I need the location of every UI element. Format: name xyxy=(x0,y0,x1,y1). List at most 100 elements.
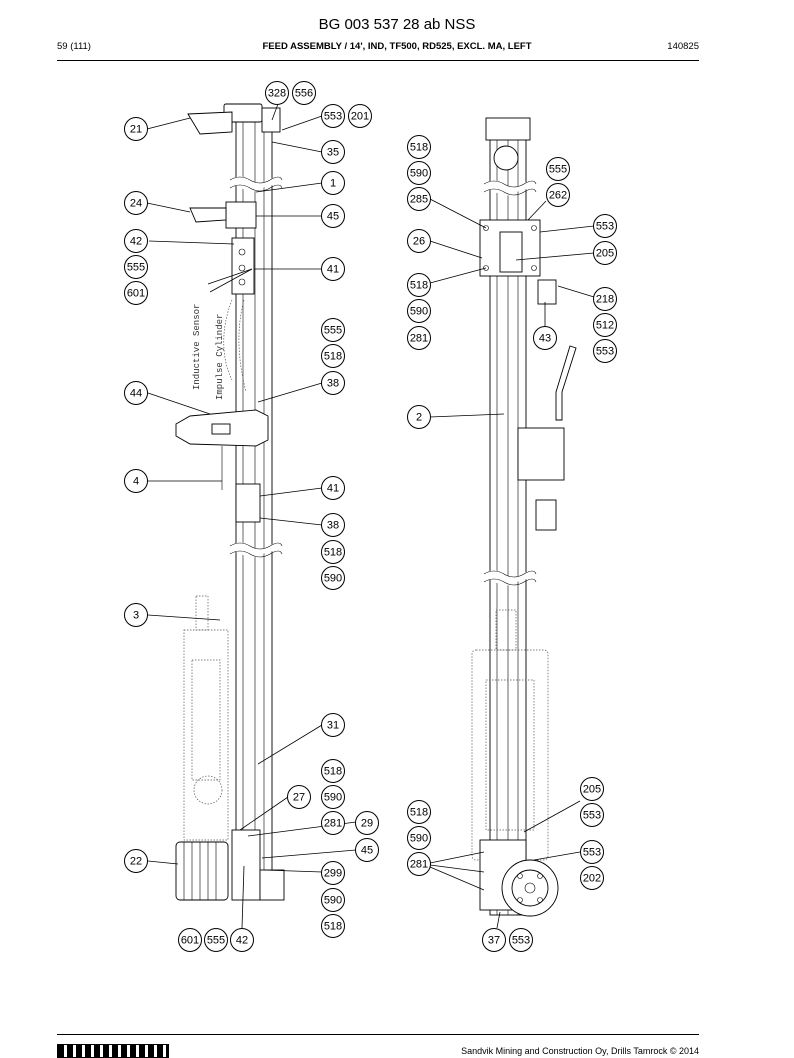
callout-45: 45 xyxy=(321,204,345,228)
callout-label: 285 xyxy=(410,194,428,206)
callout-label: 281 xyxy=(410,859,428,871)
callout-label: 555 xyxy=(127,262,145,274)
callout-balloon xyxy=(355,811,379,835)
callout-label: 42 xyxy=(236,935,248,947)
callout-balloon xyxy=(407,273,431,297)
callout-label: 24 xyxy=(130,198,142,210)
callout-balloon xyxy=(321,476,345,500)
callout-43: 43 xyxy=(533,326,557,350)
callout-518: 518 xyxy=(407,135,431,159)
callout-balloon xyxy=(124,229,148,253)
callout-label: 553 xyxy=(512,935,530,947)
callout-label: 205 xyxy=(596,248,614,260)
callout-label: 518 xyxy=(410,280,428,292)
callout-31: 31 xyxy=(321,713,345,737)
callout-553: 553 xyxy=(509,928,533,952)
callout-balloon xyxy=(321,914,345,938)
callout-4: 4 xyxy=(124,469,148,493)
callout-label: 41 xyxy=(327,264,339,276)
callout-590: 590 xyxy=(321,888,345,912)
callout-balloon xyxy=(124,469,148,493)
callout-label: 38 xyxy=(327,378,339,390)
callout-1: 1 xyxy=(321,171,345,195)
callout-balloon xyxy=(407,135,431,159)
callout-555: 555 xyxy=(321,318,345,342)
callout-balloon xyxy=(321,759,345,783)
callout-22: 22 xyxy=(124,849,148,873)
callout-balloon xyxy=(407,187,431,211)
callout-label: 43 xyxy=(539,333,551,345)
callout-balloon xyxy=(321,888,345,912)
callout-balloon xyxy=(355,838,379,862)
callout-label: 553 xyxy=(596,221,614,233)
callout-label: 21 xyxy=(130,124,142,136)
callout-label: 553 xyxy=(324,111,342,123)
callout-label: 299 xyxy=(324,868,342,880)
callout-balloon xyxy=(533,326,557,350)
callout-281: 281 xyxy=(407,326,431,350)
callout-label: 27 xyxy=(293,792,305,804)
callout-balloon xyxy=(124,191,148,215)
callout-label: 555 xyxy=(324,325,342,337)
callout-label: 555 xyxy=(549,164,567,176)
callout-balloon xyxy=(407,299,431,323)
callout-balloon xyxy=(321,566,345,590)
callout-328: 328 xyxy=(265,81,289,105)
callout-299: 299 xyxy=(321,861,345,885)
callout-balloon xyxy=(593,339,617,363)
callout-balloon xyxy=(407,326,431,350)
callout-label: 590 xyxy=(410,306,428,318)
callout-281: 281 xyxy=(407,852,431,876)
callout-label: 590 xyxy=(410,168,428,180)
callout-balloon xyxy=(321,140,345,164)
callout-42: 42 xyxy=(230,928,254,952)
callout-balloon xyxy=(321,104,345,128)
callout-balloon xyxy=(407,800,431,824)
callout-balloon xyxy=(124,281,148,305)
callout-21: 21 xyxy=(124,117,148,141)
callout-label: 518 xyxy=(324,547,342,559)
callout-518: 518 xyxy=(321,914,345,938)
callout-35: 35 xyxy=(321,140,345,164)
callout-label: 31 xyxy=(327,720,339,732)
callout-label: 45 xyxy=(327,211,339,223)
callout-balloon xyxy=(321,318,345,342)
callout-balloon xyxy=(321,861,345,885)
callout-27: 27 xyxy=(287,785,311,809)
callout-balloon xyxy=(321,171,345,195)
callout-205: 205 xyxy=(593,241,617,265)
callout-balloon xyxy=(546,183,570,207)
callout-label: 590 xyxy=(324,895,342,907)
callout-label: 328 xyxy=(268,88,286,100)
callout-balloon xyxy=(580,777,604,801)
callout-label: 601 xyxy=(127,288,145,300)
page-number: 59 (111) xyxy=(57,41,91,52)
callout-balloon xyxy=(407,852,431,876)
callout-balloon xyxy=(593,214,617,238)
callout-29: 29 xyxy=(355,811,379,835)
callout-553: 553 xyxy=(593,339,617,363)
callout-label: 205 xyxy=(583,784,601,796)
callout-label: 44 xyxy=(130,388,142,400)
callout-label: 38 xyxy=(327,520,339,532)
callout-balloon xyxy=(546,157,570,181)
callout-281: 281 xyxy=(321,811,345,835)
callout-balloon xyxy=(124,117,148,141)
callout-label: 41 xyxy=(327,483,339,495)
callout-label: 281 xyxy=(324,818,342,830)
callout-285: 285 xyxy=(407,187,431,211)
callout-balloon xyxy=(593,313,617,337)
callout-label: 22 xyxy=(130,856,142,868)
callout-553: 553 xyxy=(593,214,617,238)
callout-590: 590 xyxy=(321,566,345,590)
callout-balloon xyxy=(407,826,431,850)
callout-balloon xyxy=(348,104,372,128)
callout-518: 518 xyxy=(407,800,431,824)
footer-rule xyxy=(57,1034,699,1035)
callout-label: 29 xyxy=(361,818,373,830)
callout-balloon xyxy=(321,344,345,368)
callout-label: 35 xyxy=(327,147,339,159)
callout-518: 518 xyxy=(407,273,431,297)
